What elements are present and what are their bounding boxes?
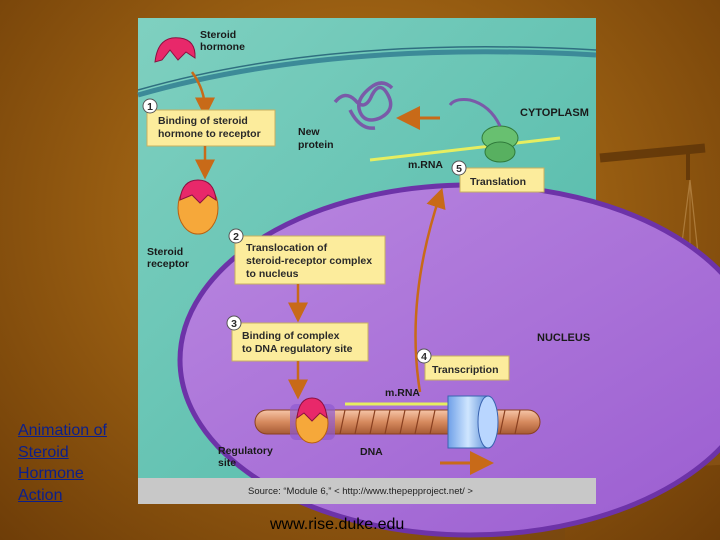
- mrna-label-bottom: m.RNA: [385, 387, 420, 399]
- step1-line1: Binding of steroid: [158, 115, 248, 127]
- cell-membrane: [137, 49, 597, 98]
- new-protein-label-1: New: [298, 126, 320, 138]
- dna-label: DNA: [360, 446, 383, 458]
- regulatory-site-label-2: site: [218, 457, 236, 469]
- step1-number: 1: [147, 101, 153, 113]
- step3-line2: to DNA regulatory site: [242, 343, 353, 355]
- steroid-hormone-shape: [154, 37, 196, 63]
- nucleus-label: NUCLEUS: [537, 332, 590, 344]
- new-protein-label-2: protein: [298, 139, 334, 151]
- source-caption: Source: “Module 6,” < http://www.thepepp…: [248, 486, 473, 497]
- step5-line1: Translation: [470, 176, 526, 188]
- step3-line1: Binding of complex: [242, 330, 340, 342]
- arrow-mrna-export: [414, 187, 446, 393]
- steroid-hormone-diagram: Steroid hormone 1 Binding of steroid hor…: [137, 18, 720, 538]
- step3-number: 3: [231, 318, 237, 330]
- arrow-hormone-in: [190, 71, 215, 118]
- step2-line2: steroid-receptor complex: [246, 255, 372, 267]
- step4-box: [424, 355, 510, 381]
- steroid-receptor-label-1: Steroid: [147, 246, 183, 258]
- new-protein-shape: [333, 81, 394, 130]
- footer-url: www.rise.duke.edu: [270, 516, 405, 533]
- mrna-strand-top: [369, 136, 561, 162]
- regulatory-site-label-1: Regulatory: [218, 445, 273, 457]
- step2-line3: to nucleus: [246, 268, 299, 280]
- steroid-hormone-label-2: hormone: [200, 41, 245, 53]
- step2-box: [234, 235, 386, 285]
- step3-box: [231, 322, 369, 362]
- step5-number: 5: [456, 163, 462, 175]
- cytoplasm-label: CYTOPLASM: [520, 107, 589, 119]
- step1-line2: hormone to receptor: [158, 128, 261, 140]
- step4-line1: Transcription: [432, 364, 499, 376]
- steroid-receptor-label-2: receptor: [147, 258, 189, 270]
- step2-number: 2: [233, 231, 239, 243]
- step4-number: 4: [421, 351, 427, 363]
- step5-box: [459, 167, 545, 193]
- animation-link[interactable]: Animation of Steroid Hormone Action: [18, 422, 107, 504]
- step2-line1: Translocation of: [246, 242, 328, 254]
- step1-box: [146, 109, 276, 147]
- mrna-label-top: m.RNA: [408, 159, 443, 171]
- steroid-hormone-label-1: Steroid: [200, 29, 236, 41]
